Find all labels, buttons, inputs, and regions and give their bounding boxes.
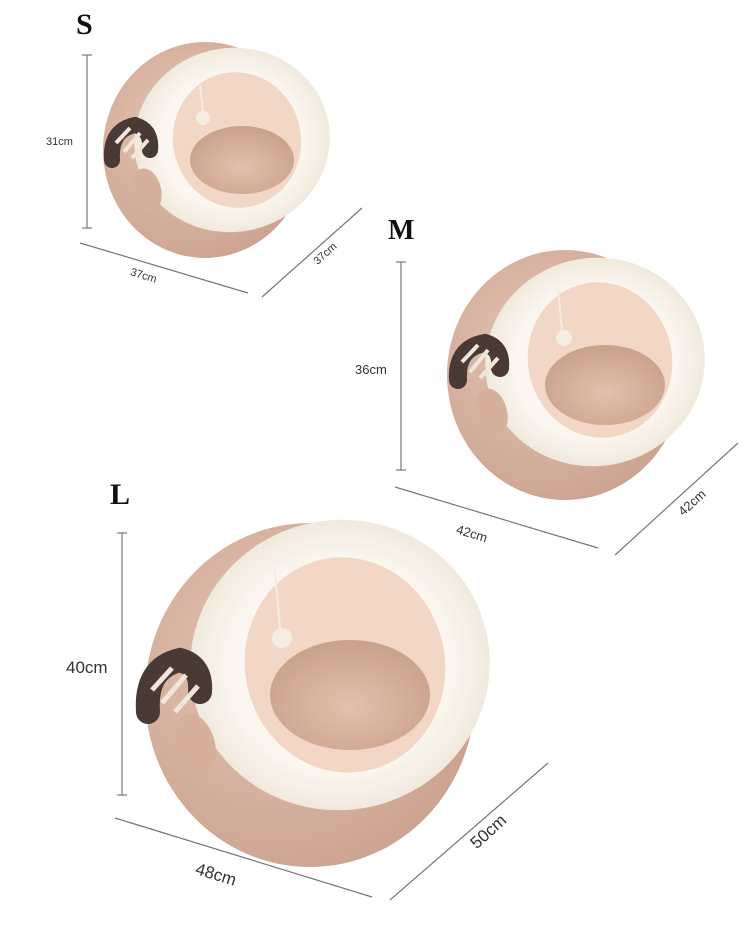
s-height-label: 31cm: [46, 136, 73, 148]
striped-tail-icon: [103, 116, 159, 168]
cat-bed-large: [135, 519, 490, 867]
dimension-lines: [79, 54, 739, 901]
striped-tail-icon: [135, 647, 213, 724]
size-label-l: L: [110, 478, 131, 511]
size-label-s: S: [76, 8, 93, 41]
l-height-label: 40cm: [66, 658, 108, 677]
size-label-m: M: [388, 215, 415, 246]
cat-bed-small: [103, 42, 330, 258]
m-height-label: 36cm: [355, 362, 387, 377]
cat-bed-medium: [447, 250, 705, 500]
striped-tail-icon: [448, 333, 510, 389]
